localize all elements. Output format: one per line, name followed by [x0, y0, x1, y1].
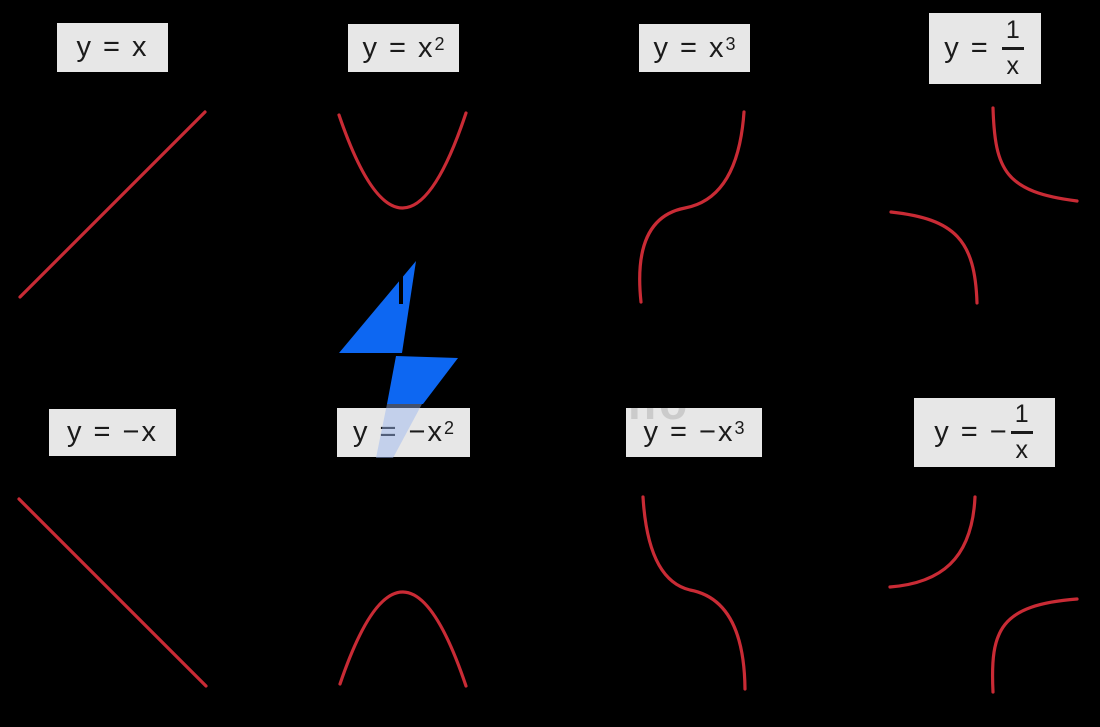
equation-exponent: 2: [434, 33, 445, 54]
equation-exponent: 3: [734, 418, 745, 438]
curve-parabola-negative: [338, 590, 468, 688]
curve-cubic-positive: [638, 110, 746, 304]
label-y-equals-x: y = x: [57, 23, 168, 72]
logo-notch: [399, 272, 403, 304]
equation-text: y =: [944, 32, 1000, 64]
curve-line-positive: [18, 110, 207, 299]
equation-exponent: 3: [725, 33, 736, 54]
curve-reciprocal-negative-lower: [990, 597, 1079, 694]
equation-text: y = −x: [67, 416, 158, 448]
fraction-bar: [1001, 47, 1024, 50]
equation-text: y = −x: [643, 416, 735, 448]
label-y-equals-neg-x: y = −x: [49, 409, 176, 456]
logo-lower-triangle: [387, 356, 458, 404]
curve-reciprocal-positive-lower: [889, 210, 979, 305]
curve-cubic-negative: [641, 495, 747, 691]
equation-text: y = x: [362, 31, 435, 64]
logo-upper-triangle: [339, 261, 416, 353]
fraction-numerator: 1: [1014, 400, 1029, 428]
equation-text: y = −x: [352, 416, 444, 448]
curve-reciprocal-positive-upper: [991, 106, 1079, 203]
fraction-numerator: 1: [1005, 16, 1020, 44]
fraction-bar: [1010, 431, 1033, 434]
fraction-denominator: x: [1006, 52, 1020, 80]
curve-reciprocal-negative-upper: [888, 495, 977, 589]
curve-line-negative: [17, 497, 208, 688]
equation-text: y = x: [76, 31, 149, 63]
equation-text: y = −: [934, 416, 1009, 448]
fraction-denominator: x: [1015, 436, 1029, 464]
curve-parabola-positive: [337, 111, 468, 210]
equation-exponent: 2: [443, 418, 454, 438]
equation-text: y = x: [653, 31, 726, 64]
